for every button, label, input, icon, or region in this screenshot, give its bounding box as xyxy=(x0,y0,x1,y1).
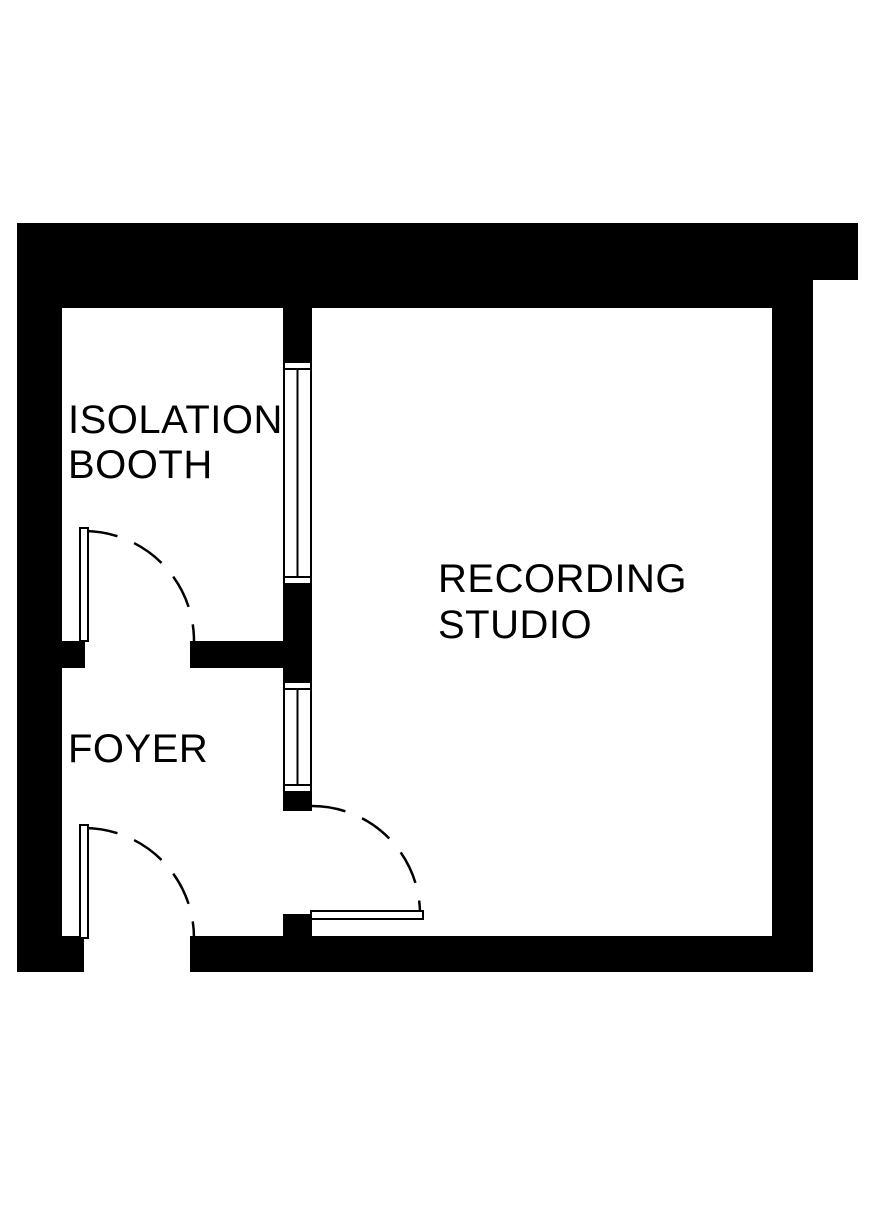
windows xyxy=(283,361,312,793)
door-panel xyxy=(79,824,89,939)
booth-foyer-divider-wall xyxy=(190,641,285,668)
isolation-booth-door xyxy=(79,527,196,642)
recording-studio-label-line2: STUDIO xyxy=(438,603,592,647)
isolation-booth-label-line1: ISOLATION xyxy=(68,398,283,442)
foyer-entry-door xyxy=(79,824,196,939)
door-swing-arc xyxy=(83,826,196,939)
right-wall xyxy=(772,223,813,972)
middle-wall-center-segment xyxy=(283,583,312,683)
middle-wall-lower-stub xyxy=(283,791,312,811)
door-swing-arc xyxy=(311,804,422,915)
recording-studio-door xyxy=(310,804,424,920)
top-wall-notch xyxy=(813,223,858,280)
foyer-window xyxy=(283,681,312,793)
middle-wall-upper-segment xyxy=(283,306,312,363)
room-labels: ISOLATION BOOTH RECORDING STUDIO FOYER xyxy=(68,398,687,771)
isolation-booth-label-line2: BOOTH xyxy=(68,443,213,487)
left-wall xyxy=(17,223,62,972)
door-swing-arc xyxy=(83,529,196,642)
left-wall-door-stub-upper xyxy=(62,641,85,668)
recording-studio-label-line1: RECORDING xyxy=(438,557,687,601)
foyer-label: FOYER xyxy=(68,727,208,771)
door-panel xyxy=(310,910,424,920)
left-wall-door-stub-lower xyxy=(62,936,84,972)
doors xyxy=(79,527,424,939)
top-wall xyxy=(17,223,813,308)
walls xyxy=(17,223,858,972)
door-panel xyxy=(79,527,89,642)
isolation-booth-window xyxy=(283,361,312,585)
middle-wall-hinge-block xyxy=(283,914,312,938)
bottom-wall xyxy=(190,936,813,972)
